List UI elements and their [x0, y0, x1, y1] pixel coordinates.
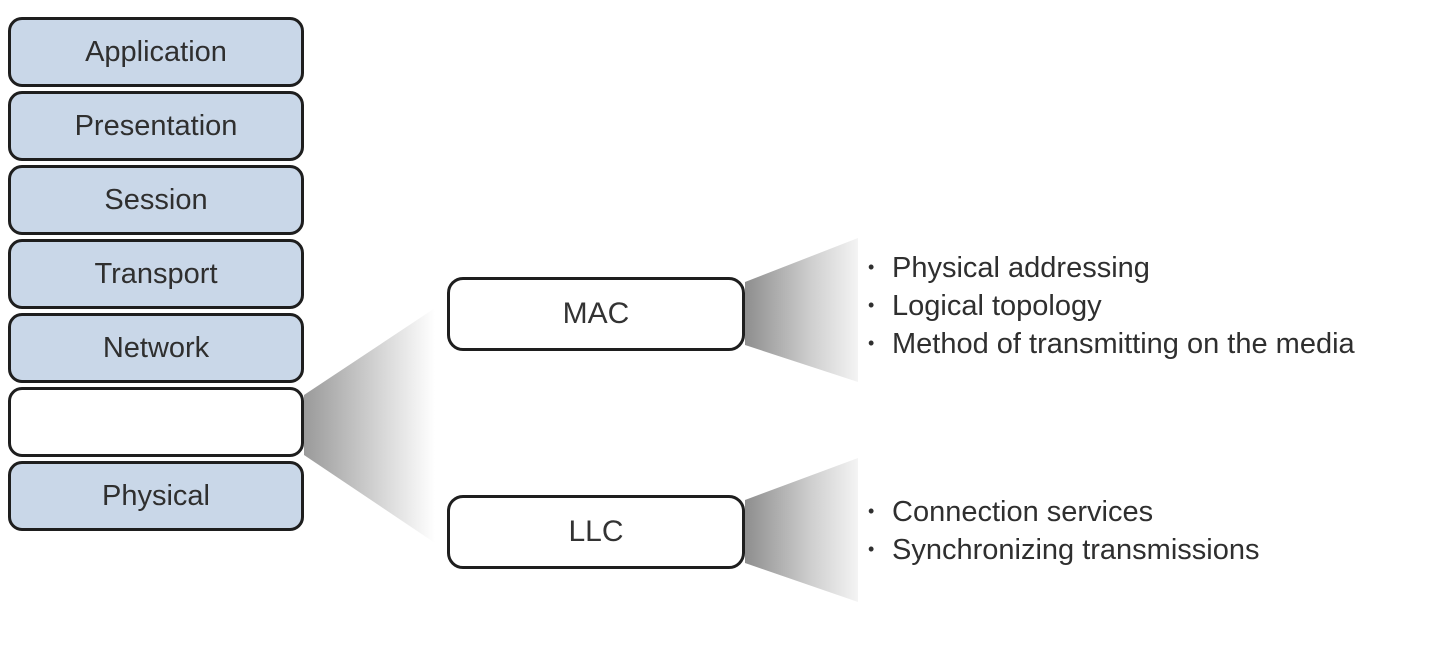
llc-function-list: Connection services Synchronizing transm… — [868, 493, 1259, 569]
osi-layer-datalink-blank — [8, 387, 304, 457]
osi-layer-application: Application — [8, 17, 304, 87]
osi-layer-session: Session — [8, 165, 304, 235]
list-item: Physical addressing — [868, 249, 1355, 287]
list-item: Synchronizing transmissions — [868, 531, 1259, 569]
mac-function-list: Physical addressing Logical topology Met… — [868, 249, 1355, 363]
osi-layer-presentation: Presentation — [8, 91, 304, 161]
osi-layer-transport: Transport — [8, 239, 304, 309]
sublayer-llc-box: LLC — [447, 495, 745, 569]
osi-layer-physical: Physical — [8, 461, 304, 531]
llc-expansion-fan — [745, 458, 858, 602]
datalink-expansion-wedge — [304, 308, 435, 543]
list-item: Logical topology — [868, 287, 1355, 325]
sublayer-mac-box: MAC — [447, 277, 745, 351]
osi-layer-network: Network — [8, 313, 304, 383]
list-item: Connection services — [868, 493, 1259, 531]
mac-expansion-fan — [745, 238, 858, 382]
list-item: Method of transmitting on the media — [868, 325, 1355, 363]
